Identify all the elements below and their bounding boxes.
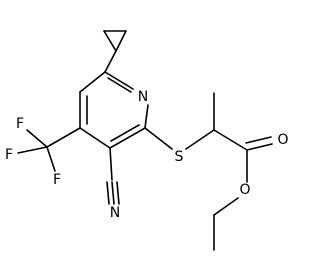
bond-cn-triple-b bbox=[111, 181, 115, 205]
bond-c3-cn bbox=[109, 147, 113, 181]
bond-c2-c3 bbox=[109, 127, 146, 149]
atom-label-ester-oxygen: O bbox=[239, 182, 250, 198]
bond-c6-n-double bbox=[107, 77, 132, 93]
bond-carbonyl-o bbox=[246, 143, 273, 151]
bond-n-c2 bbox=[144, 104, 149, 129]
atom-label-sulfur: S bbox=[175, 149, 184, 165]
atom-label-fluorine-1: F bbox=[16, 116, 24, 132]
bond-c5-c6 bbox=[79, 71, 106, 93]
bond-c2-c3-double bbox=[110, 124, 140, 142]
bond-cyclopropyl-3 bbox=[115, 30, 127, 52]
bond-cf3-f2 bbox=[17, 146, 48, 154]
bond-oester-ch2 bbox=[213, 197, 239, 216]
bond-cf3-f3 bbox=[46, 146, 56, 172]
bond-cyclopropyl-2 bbox=[103, 30, 117, 52]
bond-ch-carbonyl bbox=[213, 129, 248, 151]
atom-label-ring-nitrogen: N bbox=[138, 89, 148, 105]
bond-cf3-f1 bbox=[26, 129, 48, 148]
atom-labels: N S O O N F F F bbox=[5, 89, 289, 221]
bond-cyclopropyl-c6 bbox=[104, 50, 117, 73]
bond-cn-triple-c bbox=[116, 181, 120, 205]
atom-label-carbonyl-oxygen: O bbox=[277, 132, 288, 148]
atom-label-fluorine-2: F bbox=[5, 147, 13, 163]
bond-c2-s bbox=[144, 127, 173, 150]
bond-c6-n bbox=[104, 71, 134, 90]
bond-cn-triple-a bbox=[106, 181, 110, 205]
bonds bbox=[17, 30, 273, 251]
atom-label-nitrile-nitrogen: N bbox=[110, 205, 120, 221]
bond-s-ch bbox=[185, 129, 215, 150]
atom-label-fluorine-3: F bbox=[53, 172, 61, 188]
bond-c3-c4 bbox=[79, 127, 111, 149]
chemical-structure-diagram: N S O O N F F F bbox=[5, 30, 289, 251]
bond-c4-cf3 bbox=[46, 127, 81, 148]
bond-carbonyl-o-double bbox=[245, 136, 272, 144]
